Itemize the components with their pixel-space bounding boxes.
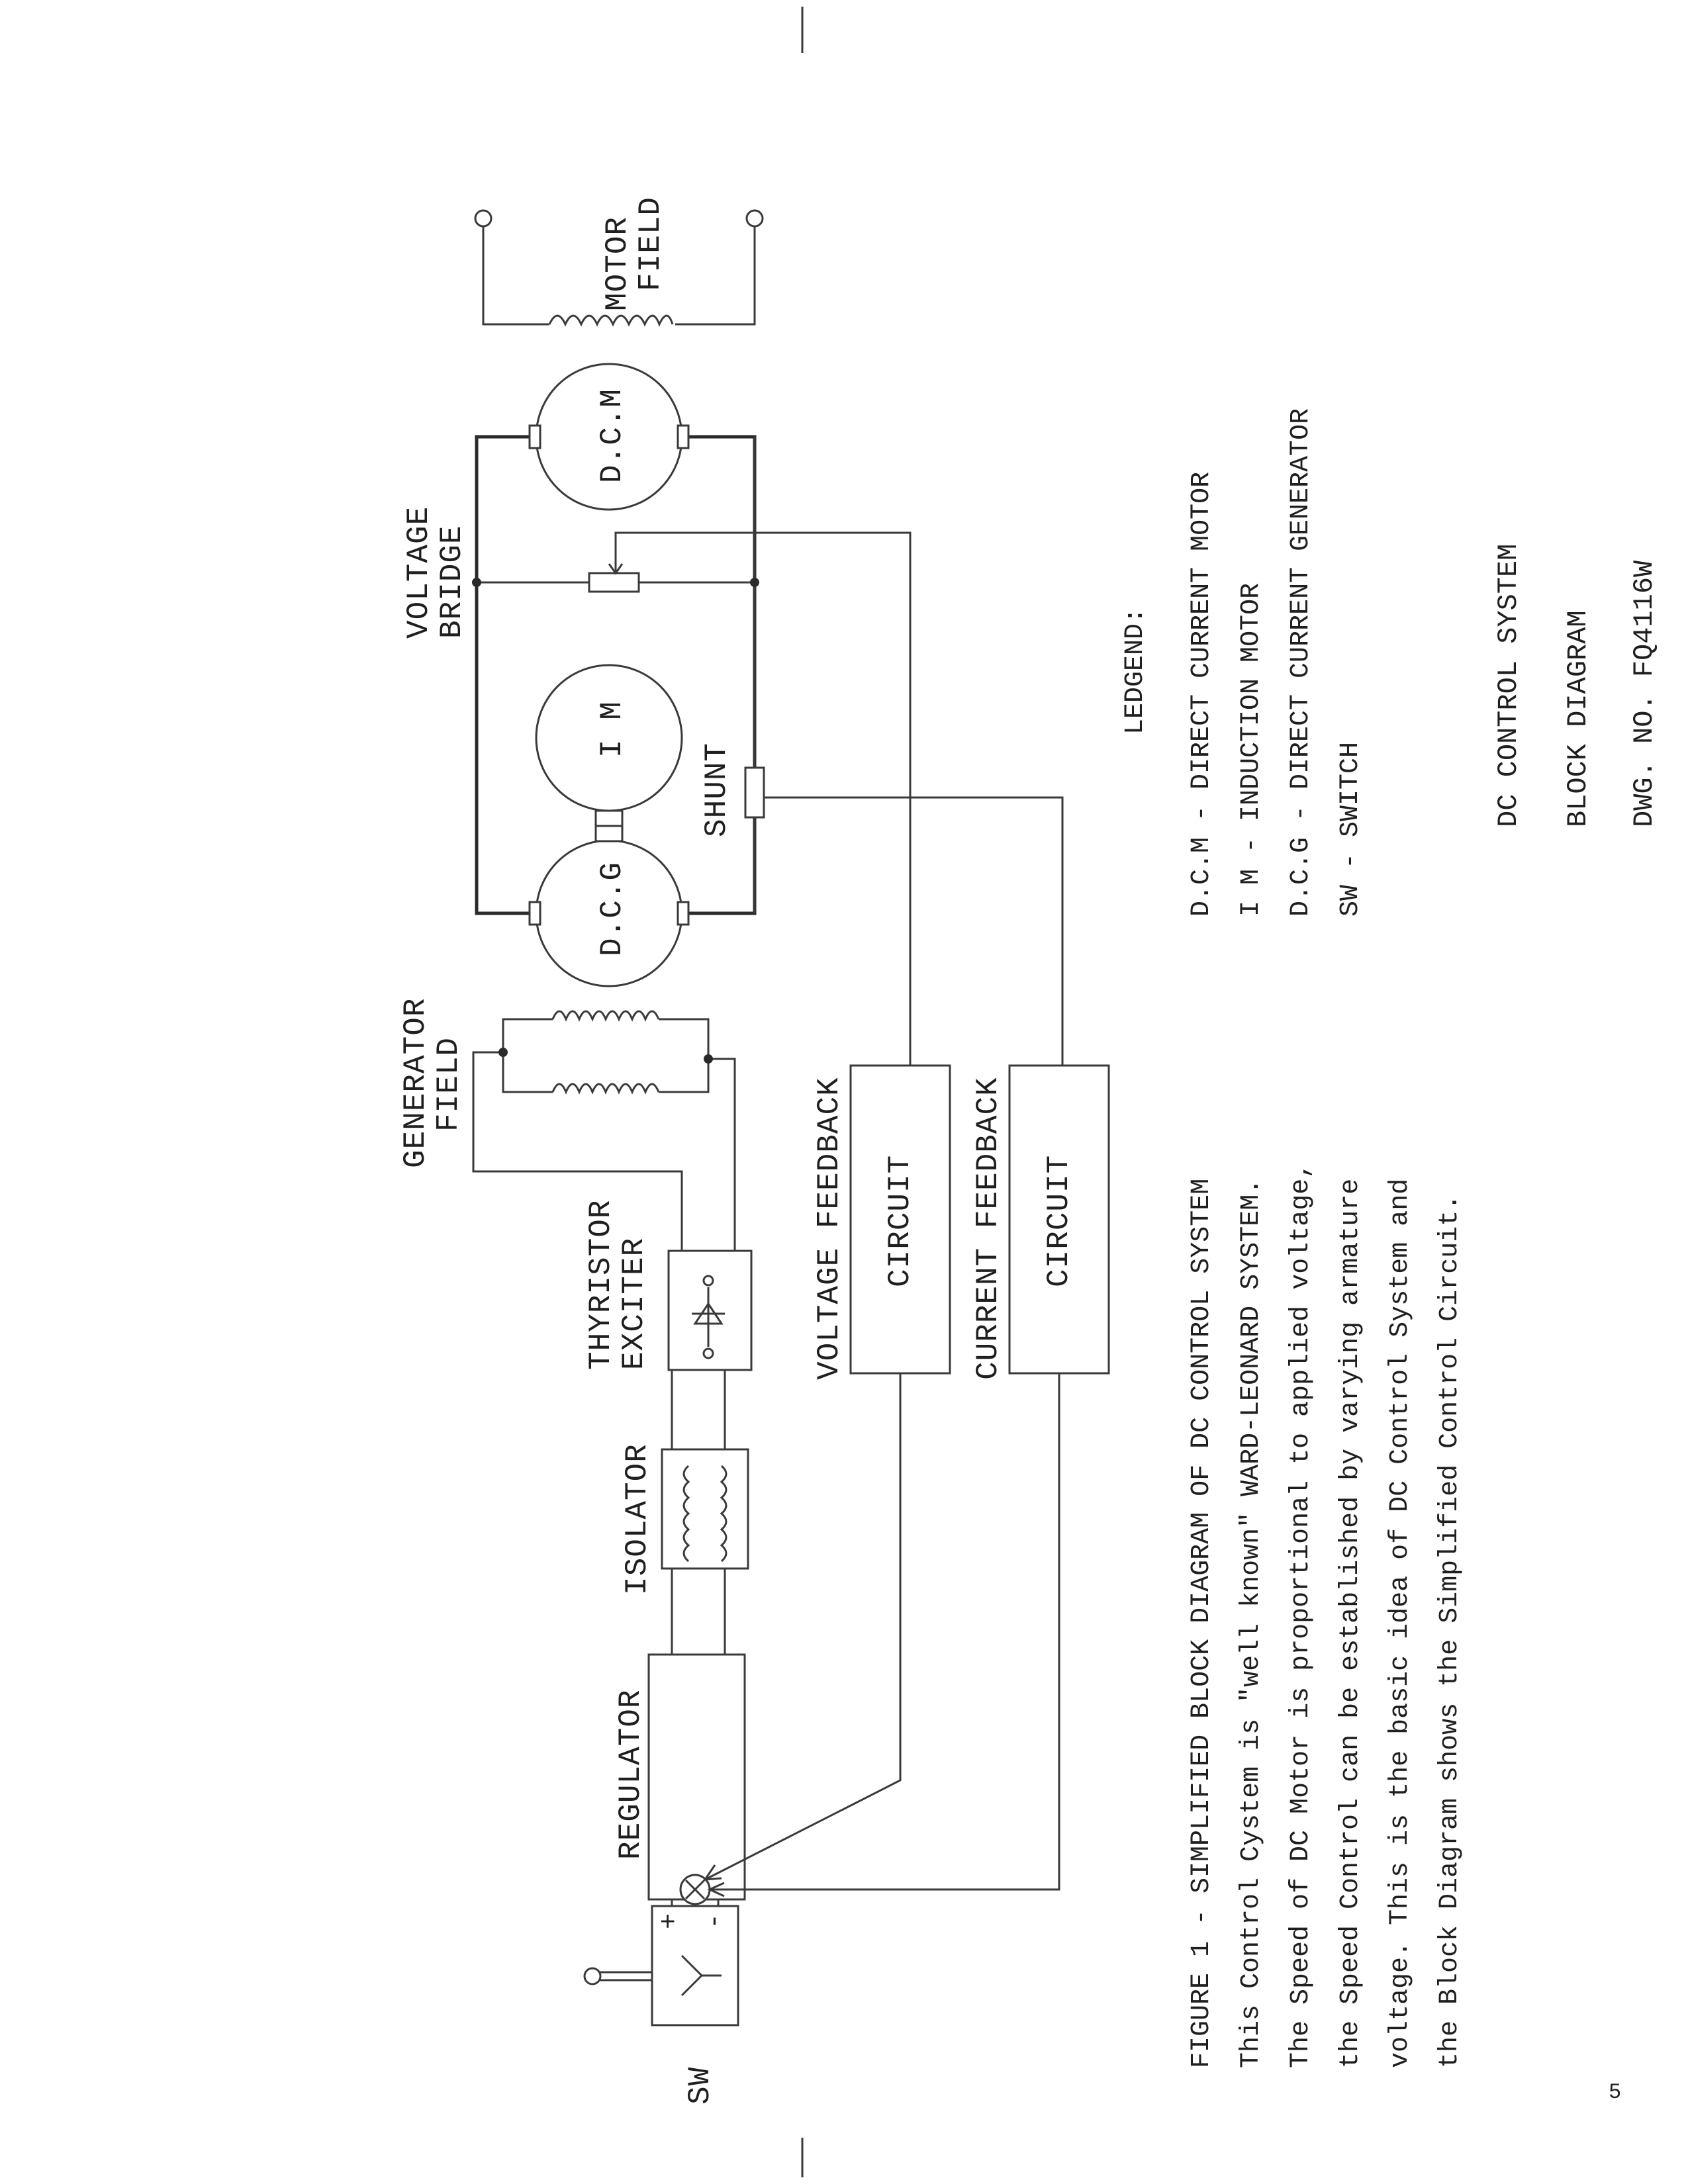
isolator-box — [661, 1448, 749, 1570]
generator-field-coil-2 — [551, 1083, 660, 1095]
label-dcm: D.C.M — [595, 388, 630, 483]
label-regulator: REGULATOR — [614, 1690, 648, 1860]
label-motor-field-line2: FIELD — [633, 197, 668, 291]
dc-generator: D.C.G — [528, 839, 690, 987]
switch-symbol — [680, 1954, 722, 1997]
label-generator-field-line2: FIELD — [432, 1037, 466, 1132]
voltage-bridge: VOLTAGE BRIDGE — [402, 506, 912, 1066]
current-feedback-box — [1008, 1064, 1110, 1375]
motor-field: MOTOR FIELD — [474, 197, 764, 327]
label-voltage-feedback-circuit: CIRCUIT — [883, 1155, 917, 1287]
armature-loop — [475, 435, 757, 915]
label-shunt: SHUNT — [700, 743, 734, 837]
caption-line-5: voltage. This is the basic idea of DC Co… — [1385, 1179, 1415, 2068]
isolator-coil-secondary — [720, 1465, 727, 1563]
title-block: DC CONTROL SYSTEM BLOCK DIAGRAM DWG. NO.… — [1493, 544, 1660, 827]
switch-block: SW — [583, 1905, 739, 2105]
caption-line-1: FIGURE 1 - SIMPLIFIED BLOCK DIAGRAM OF D… — [1187, 1179, 1217, 2068]
switch-box — [651, 1905, 739, 2026]
isolator-coil-primary — [682, 1465, 690, 1563]
legend-item-dcm: D.C.M - DIRECT CURRENT MOTOR — [1187, 472, 1217, 917]
legend-title: LEDGEND: — [1121, 608, 1150, 735]
motor-field-terminal-right — [745, 209, 764, 228]
figure-caption: FIGURE 1 - SIMPLIFIED BLOCK DIAGRAM OF D… — [1187, 1163, 1465, 2068]
thyristor-symbol — [692, 1287, 725, 1347]
caption-line-4: the Speed Control can be established by … — [1336, 1179, 1366, 2068]
summing-plus: + — [655, 1913, 685, 1929]
voltage-bridge-resistor — [588, 572, 640, 593]
title-line-2: BLOCK DIAGRAM — [1562, 610, 1594, 827]
shaft-coupling — [594, 809, 624, 842]
regulator-block: + - REGULATOR — [614, 1653, 746, 1929]
label-dcg: D.C.G — [595, 862, 630, 956]
im-circle — [535, 664, 683, 812]
generator-field: GENERATOR FIELD — [399, 998, 713, 1168]
label-current-feedback: CURRENT FEEDBACK — [971, 1077, 1006, 1380]
legend-item-sw: SW - SWITCH — [1336, 742, 1366, 917]
caption-line-2: This Control Cystem is "well known" WARD… — [1237, 1179, 1266, 2068]
label-voltage-feedback: VOLTAGE FEEDBACK — [812, 1077, 847, 1380]
legend-item-im: I M - INDUCTION MOTOR — [1237, 583, 1266, 917]
legend-item-dcg: D.C.G - DIRECT CURRENT GENERATOR — [1286, 408, 1316, 917]
dc-motor: D.C.M — [528, 363, 690, 511]
motor-field-terminal-left — [474, 209, 492, 228]
label-isolator: ISOLATOR — [620, 1443, 655, 1595]
label-thyristor-line2: EXCITER — [617, 1238, 651, 1370]
label-voltage-bridge-line2: BRIDGE — [435, 525, 469, 639]
thyristor-exciter-block: THYRISTOR EXCITER — [584, 1200, 753, 1371]
label-motor-field-line1: MOTOR — [600, 216, 635, 311]
voltage-feedback-box — [849, 1064, 951, 1375]
voltage-feedback-circuit: VOLTAGE FEEDBACK CIRCUIT — [702, 1064, 951, 1881]
label-generator-field-line1: GENERATOR — [399, 998, 433, 1168]
title-line-3: DWG. NO. FQ4116W — [1628, 560, 1660, 827]
current-feedback-circuit: CURRENT FEEDBACK CIRCUIT — [707, 1064, 1110, 1897]
shunt: SHUNT — [700, 743, 1064, 1066]
label-im: I M — [595, 701, 630, 758]
shunt-resistor — [744, 766, 765, 819]
caption-line-6: the Block Diagram shows the Simplified C… — [1435, 1195, 1465, 2068]
label-sw: SW — [683, 2067, 718, 2105]
label-current-feedback-circuit: CIRCUIT — [1042, 1155, 1076, 1287]
caption-line-3: The Speed of DC Motor is proportional to… — [1286, 1163, 1316, 2068]
motor-field-coil — [548, 314, 674, 327]
label-thyristor-line1: THYRISTOR — [584, 1200, 618, 1370]
summing-minus: - — [700, 1913, 730, 1929]
regulator-box — [647, 1653, 746, 1901]
title-line-1: DC CONTROL SYSTEM — [1493, 544, 1524, 827]
induction-motor: I M — [535, 664, 683, 812]
isolator-block: ISOLATOR — [620, 1443, 749, 1595]
legend: LEDGEND: D.C.M - DIRECT CURRENT MOTOR I … — [1121, 408, 1366, 917]
generator-field-coil-1 — [551, 1010, 660, 1022]
switch-handle — [583, 1967, 602, 1985]
label-voltage-bridge-line1: VOLTAGE — [402, 506, 436, 639]
page-number: 5 — [1609, 2080, 1621, 2105]
